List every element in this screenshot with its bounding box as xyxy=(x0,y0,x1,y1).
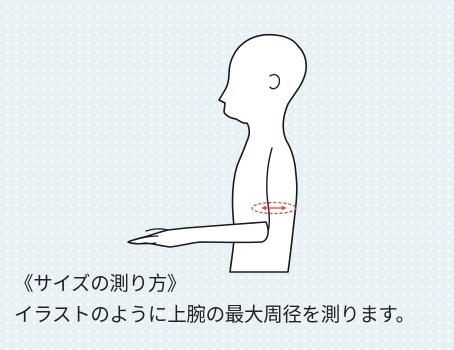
forearm-outline xyxy=(127,221,269,248)
ear-outline xyxy=(269,73,281,90)
hand-fingers xyxy=(129,228,169,245)
measure-tape-icon xyxy=(251,201,297,215)
caption-instruction: イラストのように上腕の最大周径を測ります。 xyxy=(14,303,415,326)
caption-title: 《サイズの測り方》 xyxy=(14,272,187,295)
torso-outline xyxy=(218,33,307,273)
measurement-caption: 《サイズの測り方》 イラストのように上腕の最大周径を測ります。 xyxy=(14,268,446,330)
